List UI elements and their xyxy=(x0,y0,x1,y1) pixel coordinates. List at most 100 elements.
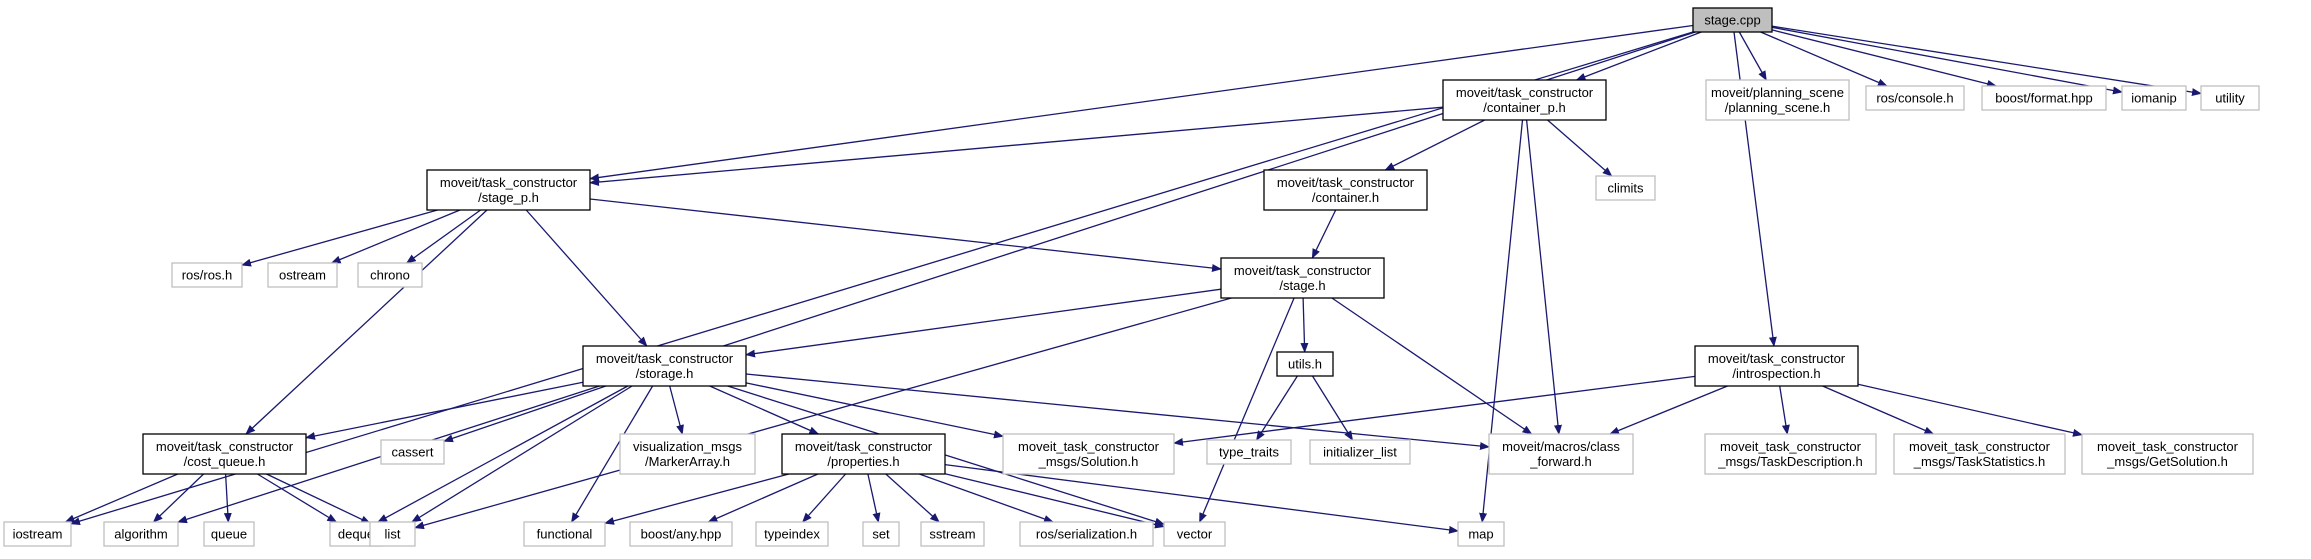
edge-stage_p-to-ostream xyxy=(330,209,461,264)
node-iostream: iostream xyxy=(3,521,72,547)
node-label: queue xyxy=(211,527,247,542)
node-box xyxy=(629,521,733,547)
edge-cost_queue-to-list xyxy=(266,473,371,524)
node-label: ros/ros.h xyxy=(182,268,233,283)
edge-stage_p-to-storage_h xyxy=(525,209,648,347)
edge-stage_h-to-vector xyxy=(1199,297,1295,523)
node-boost-format: boost/format.hpp xyxy=(1981,85,2107,111)
node-functional: functional xyxy=(523,521,606,547)
node-label: _msgs/GetSolution.h xyxy=(2106,454,2228,469)
node-label: moveit/task_constructor xyxy=(596,351,734,366)
node-label: iomanip xyxy=(2131,91,2177,106)
node-deque: deque xyxy=(329,521,383,547)
edge-introspection_h-to-get_solution xyxy=(1857,383,2083,437)
edge-stage_h-to-class_forward xyxy=(1331,297,1533,435)
node-box xyxy=(142,433,307,475)
edge-container_h-to-stage_h xyxy=(1311,209,1337,259)
node-map: map xyxy=(1457,521,1505,547)
node-box xyxy=(1163,521,1226,547)
node-box xyxy=(1442,79,1607,121)
node-label: /introspection.h xyxy=(1732,366,1820,381)
node-container-h[interactable]: moveit/task_constructor/container.h xyxy=(1263,169,1428,211)
node-box xyxy=(1893,433,2066,475)
edge-properties_h-to-vector xyxy=(944,473,1165,529)
node-box xyxy=(1206,439,1292,465)
node-utils-h[interactable]: utils.h xyxy=(1276,351,1334,377)
node-label: boost/any.hpp xyxy=(641,527,722,542)
node-label: moveit_task_constructor xyxy=(1018,439,1160,454)
node-ostream: ostream xyxy=(267,262,338,288)
node-box xyxy=(1263,169,1428,211)
node-box xyxy=(203,521,255,547)
edge-stage_p-to-cost_queue xyxy=(245,209,488,435)
edge-properties_h-to-map xyxy=(944,463,1459,534)
node-task-description: moveit_task_constructor_msgs/TaskDescrip… xyxy=(1704,433,1877,475)
node-box xyxy=(3,521,72,547)
edge-storage_h-to-vector xyxy=(727,385,1165,526)
node-box xyxy=(1865,85,1965,111)
edge-properties_h-to-typeindex xyxy=(802,473,847,523)
node-storage-h[interactable]: moveit/task_constructor/storage.h xyxy=(582,345,747,387)
node-stage-cpp[interactable]: stage.cpp xyxy=(1692,7,1773,33)
node-label: ros/serialization.h xyxy=(1036,527,1137,542)
node-ros-console: ros/console.h xyxy=(1865,85,1965,111)
node-box xyxy=(369,521,416,547)
node-label: moveit/macros/class xyxy=(1502,439,1620,454)
node-label: utility xyxy=(2215,91,2245,106)
node-utility: utility xyxy=(2200,85,2260,111)
node-box xyxy=(1220,257,1385,299)
node-cost-queue[interactable]: moveit/task_constructor/cost_queue.h xyxy=(142,433,307,475)
node-label: _msgs/TaskStatistics.h xyxy=(1913,454,2046,469)
node-label: sstream xyxy=(929,527,975,542)
node-set: set xyxy=(862,521,900,547)
node-label: algorithm xyxy=(114,527,167,542)
edge-storage_h-to-cost_queue xyxy=(305,381,584,440)
node-label: moveit/task_constructor xyxy=(795,439,933,454)
node-box xyxy=(1019,521,1154,547)
node-box xyxy=(523,521,606,547)
node-label: type_traits xyxy=(1219,445,1279,460)
node-class-forward: moveit/macros/class_forward.h xyxy=(1488,433,1634,475)
node-algorithm: algorithm xyxy=(103,521,179,547)
edge-storage_h-to-class_forward xyxy=(745,373,1490,451)
edge-introspection_h-to-solution_h xyxy=(1173,375,1696,446)
node-box xyxy=(267,262,338,288)
edge-storage_h-to-list xyxy=(411,385,633,523)
node-label: /storage.h xyxy=(636,366,694,381)
edge-container_p-to-stage_p xyxy=(589,106,1444,186)
edge-storage_h-to-deque xyxy=(377,385,629,523)
edge-properties_h-to-boost_any xyxy=(707,473,819,523)
node-cassert: cassert xyxy=(380,439,445,465)
edge-introspection_h-to-task_description xyxy=(1779,385,1790,435)
edge-stage_cpp-to-iostream xyxy=(70,31,1694,526)
node-label: /stage_p.h xyxy=(478,190,539,205)
node-label: moveit_task_constructor xyxy=(1720,439,1862,454)
node-box xyxy=(426,169,591,211)
node-solution-h: moveit_task_constructor_msgs/Solution.h xyxy=(1002,433,1175,475)
node-planning-scene: moveit/planning_scene/planning_scene.h xyxy=(1705,79,1850,121)
node-label: stage.cpp xyxy=(1704,13,1760,28)
node-label: moveit/task_constructor xyxy=(1708,351,1846,366)
node-label: moveit/task_constructor xyxy=(1234,263,1372,278)
node-box xyxy=(1692,7,1773,33)
edge-stage_cpp-to-container_p xyxy=(1575,31,1702,81)
node-marker-array: visualization_msgs/MarkerArray.h xyxy=(619,433,756,475)
node-introspection-h[interactable]: moveit/task_constructor/introspection.h xyxy=(1694,345,1859,387)
node-properties-h[interactable]: moveit/task_constructor/properties.h xyxy=(781,433,946,475)
node-box xyxy=(1694,345,1859,387)
node-box xyxy=(2081,433,2254,475)
node-box xyxy=(103,521,179,547)
node-ros-h: ros/ros.h xyxy=(171,262,243,288)
node-box xyxy=(755,521,829,547)
node-container-p[interactable]: moveit/task_constructor/container_p.h xyxy=(1442,79,1607,121)
node-label: _forward.h xyxy=(1529,454,1591,469)
node-stage-h[interactable]: moveit/task_constructor/stage.h xyxy=(1220,257,1385,299)
edge-storage_h-to-marker_array xyxy=(669,385,684,435)
edge-properties_h-to-ros_serialization xyxy=(919,473,1054,523)
node-stage-p[interactable]: moveit/task_constructor/stage_p.h xyxy=(426,169,591,211)
node-box xyxy=(1704,433,1877,475)
edge-utils_h-to-type_traits xyxy=(1256,375,1298,441)
edge-stage_cpp-to-ros_console xyxy=(1760,31,1888,87)
node-label: chrono xyxy=(370,268,410,283)
